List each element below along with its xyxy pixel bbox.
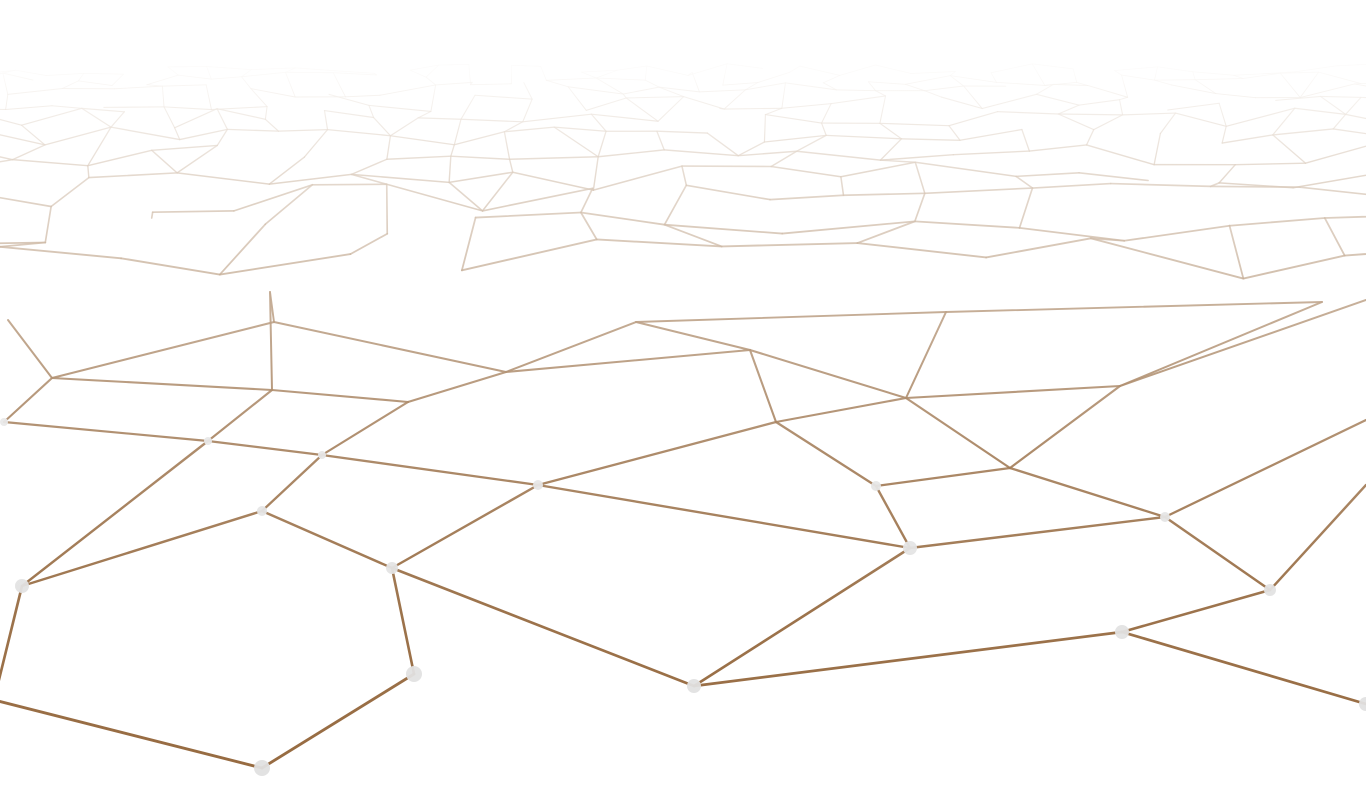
wireframe-mesh-background: [0, 0, 1366, 786]
horizon-fade: [0, 0, 1366, 786]
perspective-polygon-mesh: [0, 0, 1366, 786]
